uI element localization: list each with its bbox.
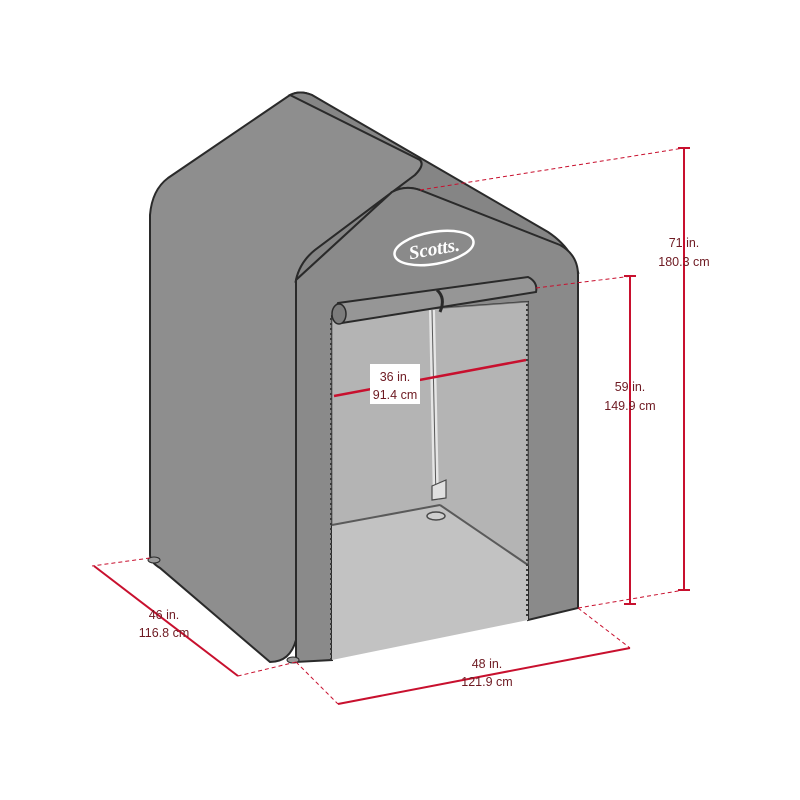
total-height-imperial: 71 in.	[669, 236, 700, 250]
shed-illustration: Scotts.	[147, 91, 580, 664]
depth-metric: 116.8 cm	[139, 626, 190, 640]
floor-edge	[331, 504, 529, 566]
guide-depth-back	[91, 557, 151, 567]
door-width-line	[333, 358, 527, 398]
pole-foot	[426, 511, 446, 521]
scotts-logo-badge	[393, 229, 475, 267]
guide-depth-front	[237, 661, 297, 677]
dimension-labels: 71 in. 180.3 cm 59 in. 149.9 cm 36 in. 9…	[139, 236, 710, 689]
depth-imperial: 46 in.	[149, 608, 180, 622]
foot-left-back	[147, 556, 161, 564]
width-metric: 121.9 cm	[461, 675, 512, 689]
dimension-lines	[91, 147, 690, 705]
guide-width-right	[577, 607, 631, 649]
door-height-imperial: 59 in.	[615, 380, 646, 394]
door-height-metric: 149.9 cm	[604, 399, 655, 413]
width-line	[337, 647, 631, 705]
door-width-metric: 91.4 cm	[373, 388, 417, 402]
roll-strap	[435, 288, 444, 313]
guide-total-height-top	[419, 147, 685, 191]
width-imperial: 48 in.	[472, 657, 503, 671]
foot-front-left	[286, 656, 300, 664]
pole-bracket	[431, 479, 447, 501]
door-width-label-box	[370, 364, 420, 404]
guide-door-height-top	[535, 275, 633, 289]
guide-total-height-bottom	[577, 589, 685, 609]
guide-width-left	[295, 661, 339, 705]
rolled-door-end	[331, 303, 347, 325]
center-pole-outline	[431, 309, 437, 501]
depth-line	[93, 565, 239, 677]
door-width-imperial: 36 in.	[380, 370, 411, 384]
total-height-metric: 180.3 cm	[658, 255, 709, 269]
